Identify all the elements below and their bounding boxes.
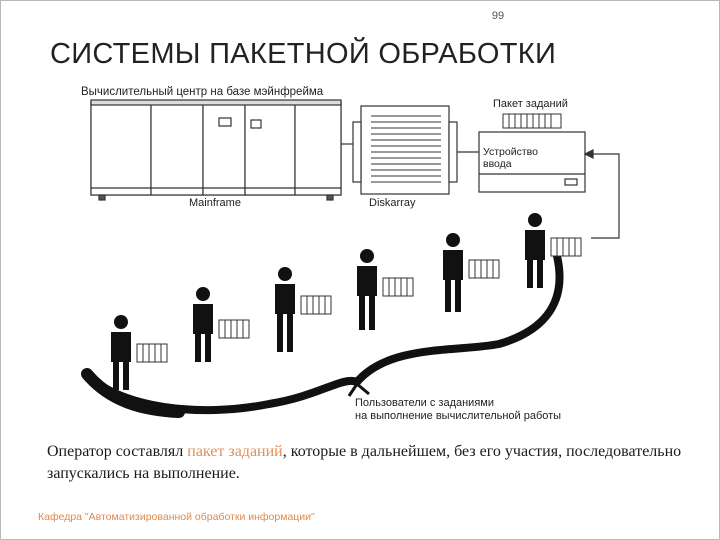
- job-card-2-icon: [218, 319, 250, 339]
- users-label-line2: на выполнение вычислительной работы: [355, 410, 561, 422]
- job-card-5-icon: [468, 259, 500, 279]
- page-number: 99: [491, 10, 505, 22]
- input-device-label-line2: ввода: [483, 158, 512, 170]
- connection-lines: [341, 143, 620, 239]
- input-device-icon: [478, 131, 586, 193]
- mainframe-icon: [90, 99, 342, 201]
- slide-footer: Кафедра "Автоматизированной обработки ин…: [38, 511, 315, 523]
- mainframe-label: Mainframe: [189, 197, 241, 209]
- batch-processing-diagram: Вычислительный центр на базе мэйнфрейма …: [79, 82, 625, 424]
- job-card-6-icon: [550, 237, 582, 257]
- job-package-icon: [502, 113, 562, 129]
- job-card-1-icon: [136, 343, 168, 363]
- user-3-icon: [275, 267, 295, 352]
- job-card-3-icon: [300, 295, 332, 315]
- job-card-4-icon: [382, 277, 414, 297]
- diskarray-label: Diskarray: [369, 197, 416, 209]
- user-1-icon: [111, 315, 131, 390]
- user-4-icon: [357, 249, 377, 330]
- slide-caption: Оператор составлял пакет заданий, которы…: [47, 441, 687, 485]
- job-package-label: Пакет заданий: [493, 98, 568, 110]
- caption-text-before: Оператор составлял: [47, 443, 188, 460]
- users-flow-path: [83, 252, 564, 415]
- mainframe-center-label: Вычислительный центр на базе мэйнфрейма: [81, 86, 324, 98]
- users-label-line1: Пользователи с заданиями: [355, 397, 494, 409]
- caption-text-after: , которые в дальнейшем, без его участия,…: [47, 443, 682, 482]
- caption-highlight: пакет заданий: [187, 443, 283, 460]
- input-device-label-line1: Устройство: [483, 146, 538, 158]
- user-2-icon: [193, 287, 213, 362]
- slide-title: СИСТЕМЫ ПАКЕТНОЙ ОБРАБОТКИ: [50, 38, 557, 70]
- user-6-icon: [525, 213, 545, 288]
- user-5-icon: [443, 233, 463, 312]
- brace-icon: [347, 382, 370, 397]
- diskarray-icon: [352, 105, 458, 195]
